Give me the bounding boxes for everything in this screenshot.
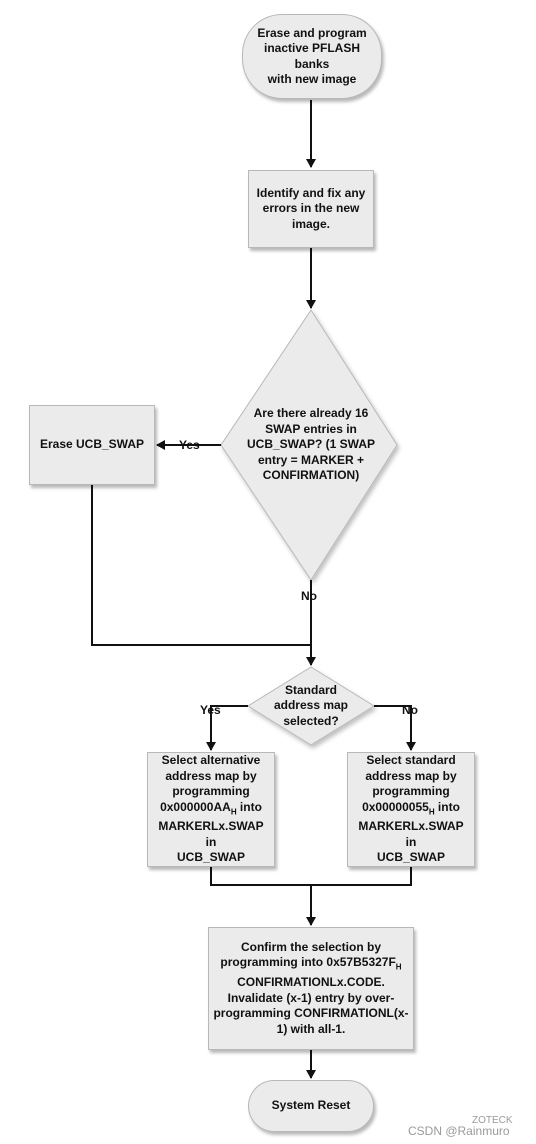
select-alt-line-5: MARKERLx.SWAP in — [158, 819, 264, 849]
decision1-line-3: UCB_SWAP? (1 SWAP — [246, 437, 375, 452]
arrow-yes-to-select-alt — [206, 705, 248, 751]
start-line-1: Erase and program — [257, 25, 367, 40]
confirm-line-6: 1) with all-1. — [276, 1021, 346, 1036]
watermark-credit: CSDN @Rainmuro — [408, 1124, 510, 1138]
decision1-line-4: entry = MARKER + — [257, 452, 364, 467]
no-label-2: No — [402, 703, 418, 717]
confirm-address: programming into 0x57B5327F — [220, 955, 396, 970]
select-alternative-box: Select alternative address map by progra… — [147, 752, 275, 867]
select-std-into: into — [434, 799, 460, 814]
decision-diamond-2 — [247, 666, 375, 746]
select-std-line-1: Select standard — [366, 753, 456, 768]
erase-label: Erase UCB_SWAP — [39, 437, 145, 452]
select-std-subscript: H — [428, 806, 435, 816]
end-label: System Reset — [271, 1098, 351, 1113]
connector-erase-merge — [91, 485, 311, 646]
no-label-1: No — [301, 589, 317, 603]
identify-line-2: errors in the new — [262, 201, 360, 216]
select-standard-box: Select standard address map by programmi… — [347, 752, 475, 867]
watermark-logo: ZOTECK — [472, 1115, 513, 1126]
select-std-line-5: MARKERLx.SWAP in — [358, 819, 464, 849]
select-alt-line-4: 0x000000AAH into — [152, 800, 270, 820]
select-alt-subscript: H — [230, 806, 237, 816]
decision2-line-3: selected? — [283, 713, 339, 728]
select-alt-into: into — [236, 799, 262, 814]
select-std-line-2: address map by — [365, 768, 457, 783]
decision1-line-5: CONFIRMATION) — [262, 468, 360, 483]
decision2-line-2: address map — [273, 698, 349, 713]
start-line-3: with new image — [267, 72, 357, 86]
select-std-value: 0x00000055 — [362, 799, 429, 814]
select-std-line-6: UCB_SWAP — [376, 850, 445, 865]
select-std-line-3: programming — [372, 784, 450, 799]
decision-2-text: Standard address map selected? — [266, 679, 356, 733]
select-alt-line-3: programming — [172, 784, 250, 799]
yes-label-1: Yes — [179, 438, 200, 452]
end-terminal: System Reset — [248, 1080, 374, 1132]
identify-box: Identify and fix any errors in the new i… — [248, 170, 374, 248]
confirm-subscript: H — [395, 962, 402, 972]
confirm-line-2: programming into 0x57B5327FH — [213, 955, 408, 975]
select-alt-line-6: UCB_SWAP — [176, 850, 245, 865]
decision1-line-2: SWAP entries in — [265, 421, 357, 436]
select-std-line-4: 0x00000055H into — [352, 800, 470, 820]
yes-label-2: Yes — [200, 703, 221, 717]
arrow-no-to-select-std — [374, 705, 416, 751]
confirm-line-3: CONFIRMATIONLx.CODE. — [237, 975, 385, 990]
confirm-box: Confirm the selection by programming int… — [208, 927, 414, 1050]
start-line-2: inactive PFLASH banks — [263, 41, 361, 71]
confirm-line-4: Invalidate (x-1) entry by over- — [227, 990, 395, 1005]
erase-box: Erase UCB_SWAP — [29, 405, 155, 485]
select-alt-line-2: address map by — [165, 768, 257, 783]
identify-line-3: image. — [291, 216, 330, 231]
select-alt-value: 0x000000AA — [160, 799, 231, 814]
confirm-line-5: programming CONFIRMATIONL(x- — [213, 1006, 409, 1021]
decision1-line-1: Are there already 16 — [253, 406, 369, 421]
select-alt-line-1: Select alternative — [161, 753, 261, 768]
connector-select-merge — [210, 867, 412, 886]
decision2-line-1: Standard — [284, 682, 337, 697]
identify-line-1: Identify and fix any — [256, 185, 366, 200]
start-terminal: Erase and program inactive PFLASH banks … — [242, 14, 382, 99]
confirm-line-1: Confirm the selection by — [240, 939, 381, 954]
decision-1-text: Are there already 16 SWAP entries in UCB… — [236, 395, 386, 495]
